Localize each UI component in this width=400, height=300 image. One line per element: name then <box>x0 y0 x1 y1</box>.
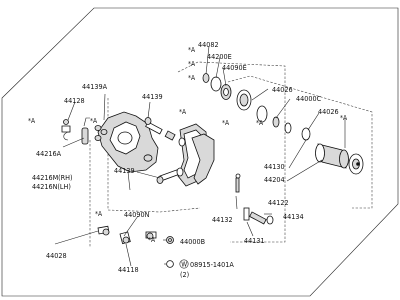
label-44204: 44204 <box>264 175 285 184</box>
label-44216m: 44216M(RH) <box>32 173 73 182</box>
star-a-mark: *A <box>188 74 196 82</box>
part-labels: 44082 44200E 44090E 44026 44000C 44026 4… <box>32 40 339 279</box>
star-a-mark: *A <box>95 210 103 218</box>
diagram-frame <box>1 7 399 297</box>
pad-pins <box>61 117 102 145</box>
label-44200e: 44200E <box>207 52 232 61</box>
star-a-mark: *A <box>179 108 187 116</box>
label-44131: 44131 <box>244 236 265 245</box>
slide-pin-upper <box>144 117 186 147</box>
w-symbol-circle <box>179 259 189 269</box>
label-44122: 44122 <box>268 198 289 207</box>
slide-pin-lower <box>156 167 184 184</box>
star-a-mark: *A <box>222 119 230 127</box>
piston-group-frame <box>177 61 286 243</box>
leader-lines <box>54 45 346 267</box>
label-44139-lower: 44139 <box>114 166 135 175</box>
label-44028: 44028 <box>46 251 67 260</box>
label-44216a: 44216A <box>36 149 62 158</box>
piston-stack <box>202 73 292 134</box>
label-08915-1401a: 08915-1401A <box>190 260 234 269</box>
label-44082: 44082 <box>198 40 219 49</box>
star-a-mark: *A <box>340 114 348 122</box>
seal-group-frame <box>227 75 373 209</box>
guide-hardware <box>235 173 274 225</box>
label-44118: 44118 <box>118 265 139 274</box>
lower-hardware <box>97 225 174 268</box>
label-44132: 44132 <box>212 215 233 224</box>
star-a-marks: *A *A *A *A *A *A *A *A *A *A *A <box>28 46 348 244</box>
caliper-body <box>97 111 159 191</box>
label-44128: 44128 <box>64 96 85 105</box>
label-44000b: 44000B <box>180 237 205 246</box>
label-44139a: 44139A <box>82 82 108 91</box>
caliper-group-frame-bottom <box>107 207 201 213</box>
star-a-mark: *A <box>256 119 264 127</box>
w-symbol: W <box>181 261 187 269</box>
label-44026-upper: 44026 <box>272 85 293 94</box>
star-a-mark: *A <box>188 46 196 54</box>
label-44026-lower: 44026 <box>318 107 339 116</box>
star-a-mark: *A <box>90 117 98 125</box>
brake-pads <box>177 123 215 187</box>
star-a-mark: *A <box>28 117 36 125</box>
label-44000c: 44000C <box>296 94 322 103</box>
label-44090e: 44090E <box>222 63 247 72</box>
star-a-mark: *A <box>188 60 196 68</box>
label-44130: 44130 <box>264 162 285 171</box>
label-44090n: 44090N <box>124 210 150 219</box>
piston-and-seal <box>301 127 364 175</box>
label-44139-upper: 44139 <box>142 92 163 101</box>
label-44216n: 44216N(LH) <box>32 182 71 191</box>
star-a-mark: *A <box>148 236 156 244</box>
label-44134: 44134 <box>283 212 304 221</box>
label-bolt-qty: (2) <box>180 270 189 279</box>
